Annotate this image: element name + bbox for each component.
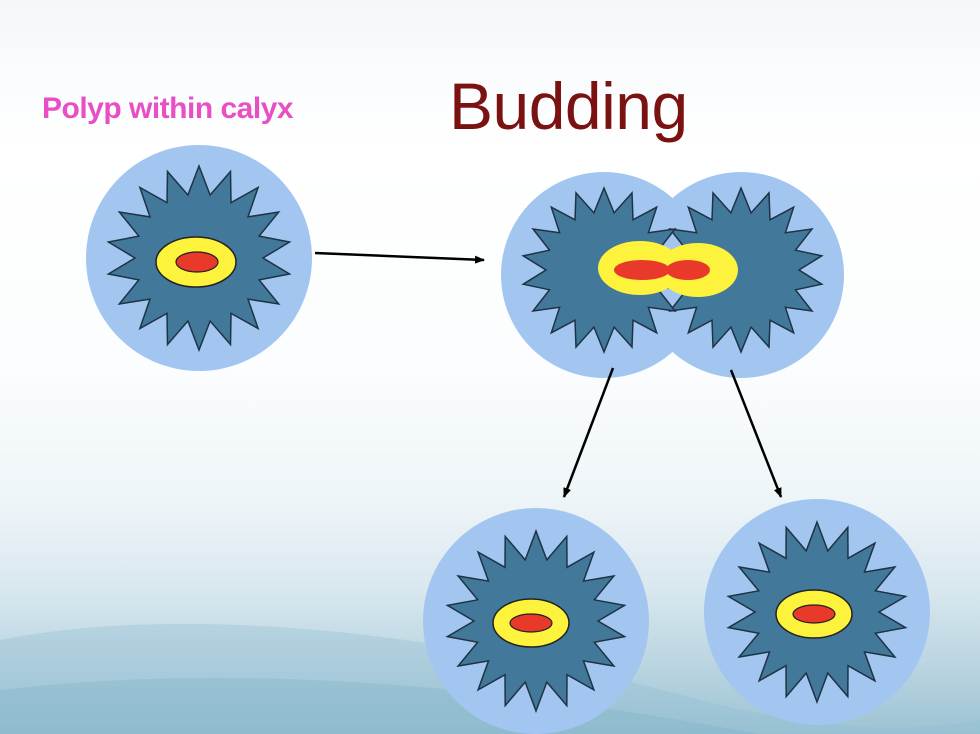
daughter-polyp-right bbox=[704, 499, 930, 725]
slide-title: Budding bbox=[449, 69, 688, 143]
arrow-icon bbox=[314, 251, 485, 264]
budding-polyp bbox=[501, 172, 844, 378]
mouth-left bbox=[614, 260, 670, 280]
polyp-label: Polyp within calyx bbox=[42, 92, 294, 125]
daughter-polyp-left bbox=[423, 508, 649, 734]
arrow-icon bbox=[729, 369, 783, 498]
single-polyp bbox=[86, 145, 312, 371]
mouth bbox=[509, 613, 553, 633]
mouth bbox=[175, 251, 219, 273]
arrow-icon bbox=[562, 367, 615, 498]
mouth-right bbox=[666, 260, 710, 280]
mouth bbox=[792, 604, 836, 624]
